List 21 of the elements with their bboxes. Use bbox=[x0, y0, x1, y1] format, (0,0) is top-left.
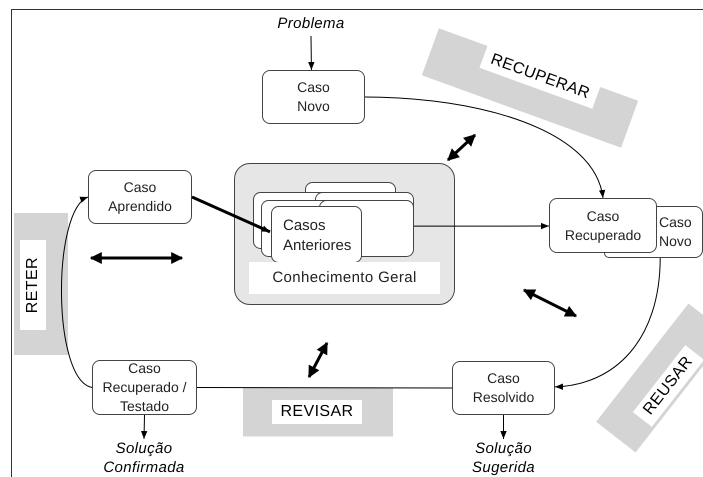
process-box: Caso Novo bbox=[657, 206, 703, 258]
connector-arrow bbox=[500, 414, 507, 440]
card-label: Casos Anteriores bbox=[283, 216, 352, 256]
output-label: Problema bbox=[262, 14, 360, 36]
connector-arrow bbox=[414, 222, 550, 230]
phase-label: RETER bbox=[20, 240, 46, 330]
connector-arrow bbox=[191, 196, 271, 234]
process-box: Caso Recuperado / Testado bbox=[92, 360, 197, 415]
panel-caption: Conhecimento Geral bbox=[249, 262, 440, 294]
output-label: Solução Sugerida bbox=[452, 439, 555, 477]
connector-arrow bbox=[140, 414, 148, 440]
process-box: Caso Recuperado bbox=[549, 198, 657, 253]
knowledge-panel bbox=[234, 163, 455, 305]
connector-arrow bbox=[61, 196, 92, 388]
output-label: Solução Confirmada bbox=[82, 439, 206, 477]
process-box: Caso Aprendido bbox=[88, 170, 192, 224]
process-box: Caso Resolvido bbox=[452, 361, 555, 415]
process-box: Caso Novo bbox=[262, 70, 365, 124]
connector-arrow bbox=[554, 258, 661, 390]
connector-arrow bbox=[308, 36, 315, 70]
connector-arrow bbox=[364, 96, 604, 198]
